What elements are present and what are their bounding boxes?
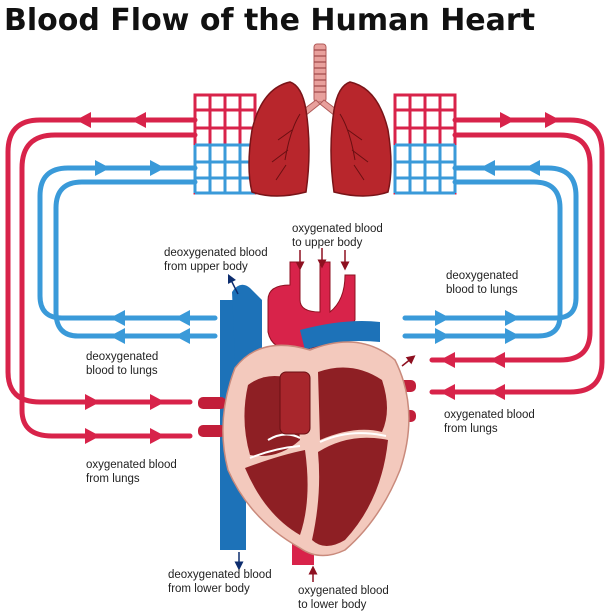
septum-vessel	[279, 371, 311, 435]
lungs	[248, 43, 392, 197]
label-oxy-lungs-right-2: from lungs	[444, 423, 498, 435]
label-deoxy-lungs-left-2: blood to lungs	[86, 365, 158, 377]
label-deoxy-lower-2: from lower body	[168, 583, 250, 595]
diagram-title: Blood Flow of the Human Heart	[4, 3, 535, 38]
capillary-grid-right	[393, 93, 457, 195]
oxygenated-loops	[5, 117, 605, 439]
label-oxy-upper-1: oxygenated blood	[292, 223, 383, 235]
left-red-loop-inner	[19, 132, 198, 439]
label-oxy-upper-2: to upper body	[292, 237, 363, 249]
label-deoxy-lungs-left-1: deoxygenated	[86, 351, 158, 363]
red-arrowheads	[76, 112, 560, 444]
left-atrium	[318, 367, 387, 440]
right-ventricle	[245, 450, 308, 535]
labels: oxygenated blood to upper body deoxygena…	[86, 223, 535, 611]
label-oxy-lungs-left-2: from lungs	[86, 473, 140, 485]
label-deoxy-lungs-right-2: blood to lungs	[446, 284, 518, 296]
label-oxy-lungs-right-1: oxygenated blood	[444, 409, 535, 421]
label-oxy-lungs-left-1: oxygenated blood	[86, 459, 177, 471]
label-oxy-lower-1: oxygenated blood	[298, 585, 389, 597]
label-deoxy-upper-1: deoxygenated blood	[164, 247, 268, 259]
right-red-loop-inner	[429, 132, 593, 363]
blue-arrowheads	[95, 160, 540, 344]
label-deoxy-upper-2: from upper body	[164, 261, 248, 273]
right-blue-loop-inner	[402, 179, 563, 339]
pulmonary-artery	[300, 321, 380, 350]
direction-arrows	[227, 248, 416, 582]
capillary-grid-left	[193, 93, 257, 195]
heart	[198, 261, 416, 565]
label-oxy-lower-2: to lower body	[298, 599, 367, 611]
trachea	[299, 43, 341, 117]
right-red-loop-outer	[429, 117, 605, 395]
label-deoxy-lungs-right-1: deoxygenated	[446, 270, 518, 282]
left-ventricle	[312, 437, 388, 546]
deoxygenated-loops	[37, 165, 579, 339]
left-blue-loop-outer	[37, 165, 218, 321]
left-blue-loop-inner	[53, 179, 218, 339]
label-deoxy-lower-1: deoxygenated blood	[168, 569, 272, 581]
right-blue-loop-outer	[402, 165, 579, 321]
left-red-loop-outer	[5, 117, 198, 405]
